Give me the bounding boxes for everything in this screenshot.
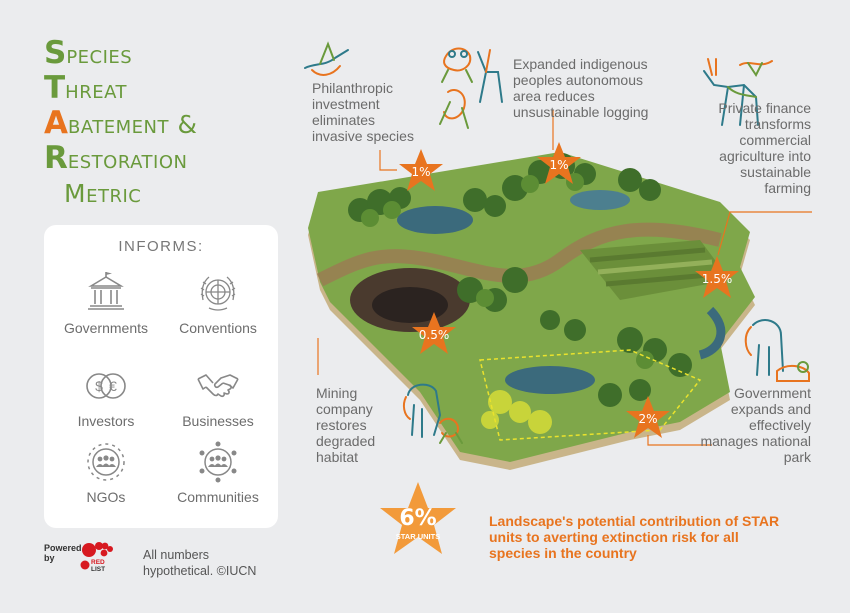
stakeholder-businesses: Businesses [162,363,274,429]
frog-and-antelope-icon [439,47,503,129]
star-value: 0.5% [418,328,450,342]
contribution-star-park: 2% [624,395,672,441]
elephant-and-frog-icon [402,383,463,444]
stakeholder-label: Communities [177,489,259,505]
powered-by-label: Powered by [44,543,82,563]
annotation-national-park: Government expands and effectively manag… [700,385,811,465]
stakeholder-label: Governments [63,320,149,336]
informs-panel: INFORMS: Governments [44,225,278,528]
stakeholder-conventions: Conventions [162,270,274,336]
svg-text:€: € [109,378,117,394]
stakeholder-ngos: NGOs [50,439,162,505]
title-line: Abatement & [44,108,197,143]
currency-coins-icon: $ € [86,373,126,399]
total-star-units-badge: 6% STAR UNITS [377,480,459,560]
star-value: 1% [411,165,431,179]
title-initial: R [44,140,68,176]
title-initial: A [44,105,68,141]
title-initial: T [44,70,66,106]
contribution-star-indigenous: 1% [535,141,583,187]
total-unit: STAR UNITS [395,532,441,541]
contribution-star-agriculture: 1.5% [693,255,741,301]
svg-text:LIST: LIST [91,566,105,572]
bird-icon [304,41,349,76]
stakeholder-label: NGOs [86,489,126,505]
star-value: 2% [638,412,658,426]
total-value: 6% [399,506,437,531]
annotation-indigenous-logging: Expanded indigenous peoples autonomous a… [513,56,649,120]
government-building-icon [88,272,124,310]
total-contribution-text: Landscape's potential contribution of ST… [489,513,780,561]
annotation-mining-restoration: Mining company restores degraded habitat [316,385,376,465]
red-list-logo: RED LIST [80,542,113,572]
informs-heading: INFORMS: [118,238,204,255]
annotation-invasive-species: Philanthropic investment eliminates inva… [312,80,414,144]
stakeholder-communities: Communities [162,439,274,505]
stakeholder-label: Investors [77,413,135,429]
title-initial: S [44,35,67,71]
svg-text:RED: RED [91,559,105,566]
annotation-sustainable-farming: Private finance transforms commercial ag… [718,100,811,196]
stakeholder-investors: $ € Investors [50,363,162,429]
handshake-icon [197,374,239,398]
svg-text:$: $ [95,378,103,394]
contribution-star-invasive: 1% [397,148,445,194]
star-value: 1% [549,158,569,172]
stakeholder-governments: Governments [50,270,162,336]
ngo-group-icon [87,443,125,481]
gazelle-and-bird-icon [703,58,773,126]
powered-by-block: Powered by RED LIST [44,542,113,572]
title-line: Species [44,38,197,73]
title-line: Restoration [44,143,197,178]
community-group-icon [199,441,237,483]
contribution-star-mining: 0.5% [410,311,458,357]
elephant-and-tiger-icon [744,319,810,382]
title-last-word: Metric [64,179,142,208]
title-word: pecies [66,40,133,69]
title-line: Threat [44,73,197,108]
title-word: batement & [68,110,198,139]
stakeholder-label: Businesses [182,413,254,429]
star-value: 1.5% [701,272,733,286]
stakeholder-label: Conventions [179,320,257,336]
un-emblem-icon [200,276,236,311]
disclaimer-text: All numbers hypothetical. ©IUCN [143,548,257,578]
title-word: estoration [67,145,188,174]
title-word: hreat [65,75,127,104]
title: Species Threat Abatement & Restoration M… [44,38,197,209]
